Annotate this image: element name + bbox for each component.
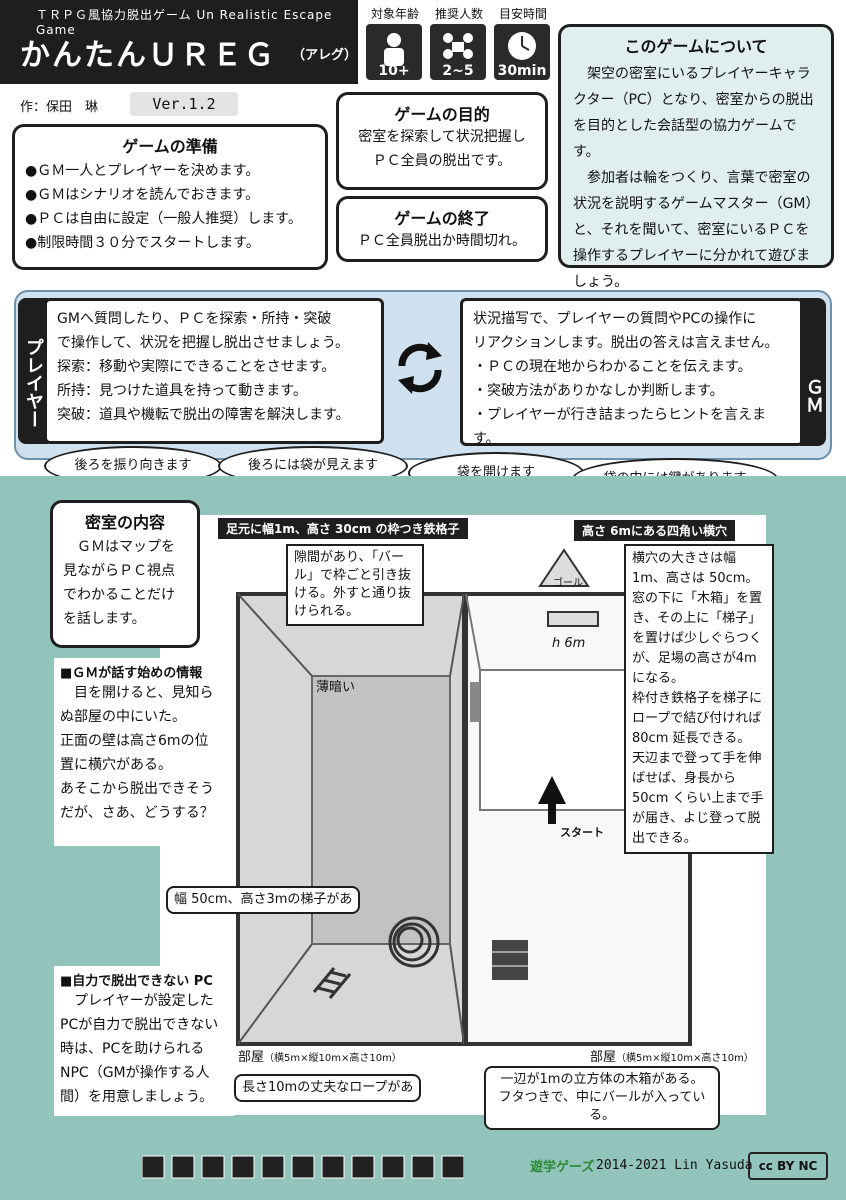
player-box: GMへ質問したり、ＰＣを探索・所持・突破 で操作して、状況を把握し脱出させましょ… [44,298,384,444]
goal-marker-icon [538,548,590,588]
gm-tab: ＧＭ [800,298,826,446]
subtitle: ＴＲＰＧ風協力脱出ゲーム Un Realistic Escape Game [36,8,333,37]
grate-label: 足元に幅1m、高さ 30cm の枠つき鉄格子 [218,518,468,539]
title-ruby: （アレグ） [292,48,358,63]
goal-title: ゲームの目的 [394,105,490,124]
room-right-label: 部屋（横5m×縦10m×高さ10m） [590,1050,754,1065]
npc-info: ■自力で脱出できない PC プレイヤーが設定したPCが自力で脱出できない時は、P… [54,966,234,1116]
time-block: 目安時間 30min [494,6,552,80]
gm-start-info: ■ＧＭが話す始めの情報 目を開けると、見知らぬ部屋の中にいた。 正面の壁は高さ6… [54,658,224,846]
prep-item: ●ＰＣは自由に設定（一般人推奨）します。 [25,211,302,227]
end-title: ゲームの終了 [394,209,490,228]
hole-label: 高さ 6mにある四角い横穴 [574,520,736,541]
publisher-logo: 遊学ゲーズ [530,1160,595,1175]
copyright: 2014-2021 Lin Yasuda [596,1158,753,1173]
about-box: このゲームについて 架空の密室にいるプレイヤーキャラクター（PC）となり、密室か… [558,24,834,290]
cycle-arrows-icon [392,332,448,402]
game-title: かんたんＵＲＥＧ [20,38,276,73]
room-left-label: 部屋（横5m×縦10m×高さ10m） [238,1050,402,1065]
age-block: 対象年齢 10+ [366,6,424,80]
cube-row-icon [142,1155,464,1179]
goal-label: ゴール [553,578,583,589]
license-badge: cc BY NC [748,1152,828,1180]
rope-note: 長さ10mの丈夫なロープがあ [234,1074,422,1102]
footer: 遊学ゲーズ 2014-2021 Lin Yasuda cc BY NC [0,1140,846,1200]
about-text-2: 参加者は輪をつくり、言葉で密室の状況を説明するゲームマスター（GM）と、それを聞… [573,170,813,290]
title-banner: ＴＲＰＧ風協力脱出ゲーム Un Realistic Escape Game かん… [0,0,358,84]
grate-note: 隙間があり、「バール」で枠ごと引き抜ける。外すと通り抜けられる。 [286,544,424,626]
dark-label: 薄暗い [316,680,356,695]
hole-note: 横穴の大きさは幅1m、高さは 50cm。 窓の下に「木箱」を置き、その上に「梯子… [624,544,774,854]
goal-text: 密室を探索して状況把握し ＰＣ全員の脱出です。 [358,129,526,169]
group-icon: 2~5 [430,24,486,80]
ladder-note: 幅 50cm、高さ3mの梯子があ [166,886,361,914]
height-label: h 6m [552,636,586,651]
about-title: このゲームについて [624,37,768,56]
box-note: 一辺が1mの立方体の木箱がある。 フタつきで、中にバールが入っている。 [484,1066,720,1130]
person-icon: 10+ [366,24,422,80]
room-text: ＧＭはマップを見ながらＰＣ視点でわかることだけを話します。 [63,539,175,627]
gm-box: 状況描写で、プレイヤーの質問やPCの操作に リアクションします。脱出の答えは言え… [460,298,804,447]
room-plan [236,592,692,1046]
end-text: ＰＣ全員脱出か時間切れ。 [357,233,527,249]
goal-box: ゲームの目的 密室を探索して状況把握し ＰＣ全員の脱出です。 [336,92,548,190]
clock-icon: 30min [494,24,550,80]
prep-title: ゲームの準備 [122,137,218,156]
players-block: 推奨人数 2~5 [430,6,488,80]
about-text-1: 架空の密室にいるプレイヤーキャラクター（PC）となり、密室からの脱出を目的とした… [573,66,814,160]
end-box: ゲームの終了 ＰＣ全員脱出か時間切れ。 [336,196,548,262]
prep-item: ●制限時間３０分でスタートします。 [25,235,260,251]
prep-box: ゲームの準備 ●ＧＭ一人とプレイヤーを決めます。 ●ＧＭはシナリオを読んでおきま… [12,124,328,270]
player-tab: プレイヤー [18,298,48,444]
prep-item: ●ＧＭ一人とプレイヤーを決めます。 [25,163,260,179]
start-label: スタート [560,826,604,839]
prep-item: ●ＧＭはシナリオを読んでおきます。 [25,187,260,203]
version-badge: Ver.1.2 [130,92,238,116]
author: 作：保田 琳 [20,100,99,115]
room-title: 密室の内容 [84,513,165,532]
room-box: 密室の内容 ＧＭはマップを見ながらＰＣ視点でわかることだけを話します。 [50,500,200,648]
